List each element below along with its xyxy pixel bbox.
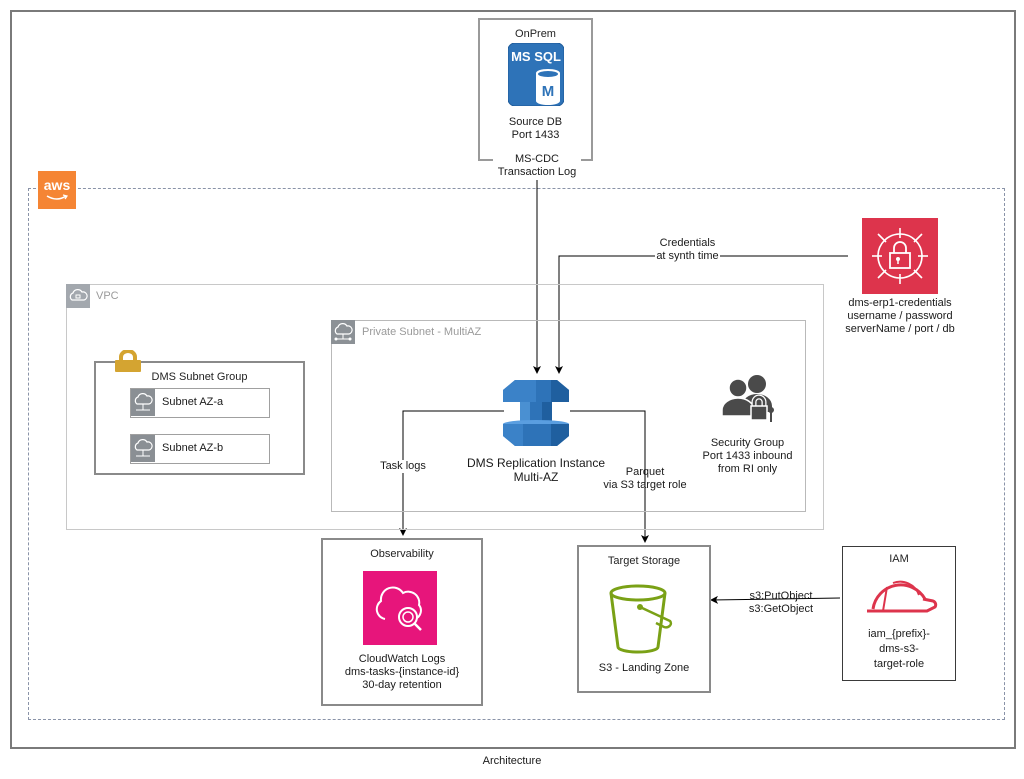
- s3-permissions-edge-label: s3:PutObject s3:GetObject: [745, 590, 817, 616]
- edge-task-logs: [399, 410, 504, 536]
- subnet-cloud-icon: [331, 320, 355, 344]
- credentials-label-line2: at synth time: [655, 250, 720, 263]
- subnet-az-b-label: Subnet AZ-b: [162, 442, 224, 454]
- cloudwatch-service: CloudWatch Logs: [358, 653, 446, 665]
- edge-credentials: [555, 255, 848, 374]
- vpc-cloud-lock-icon: [66, 284, 90, 308]
- subnet-az-a[interactable]: Subnet AZ-a: [130, 388, 270, 418]
- vpc-group: [66, 284, 824, 530]
- secret-fields-1: username / password: [847, 310, 953, 322]
- ms-sql-label: MS SQL: [511, 49, 561, 64]
- cloudwatch-log-group: dms-tasks-{instance-id}: [344, 666, 460, 678]
- dms-replication-icon[interactable]: [503, 374, 569, 450]
- cloudwatch-retention: 30-day retention: [362, 679, 442, 691]
- ms-sql-database-icon[interactable]: MS SQL M: [507, 42, 565, 107]
- parquet-label-line2: via S3 target role: [603, 479, 687, 491]
- dms-name: DMS Replication Instance: [466, 456, 606, 470]
- secret-name: dms-erp1-credentials: [848, 297, 952, 309]
- task-logs-edge-label: Task logs: [376, 460, 430, 473]
- credentials-label-line1: Credentials: [659, 237, 716, 249]
- source-db-label: Source DB Port 1433: [478, 116, 593, 142]
- iam-group: IAM: [842, 546, 956, 681]
- cloudwatch-logs-icon[interactable]: [363, 571, 437, 645]
- s3-put-object: s3:PutObject: [749, 590, 813, 602]
- credentials-edge-label: Credentials at synth time: [640, 237, 735, 263]
- private-subnet-group: [331, 320, 806, 512]
- iam-role-name-1: iam_{prefix}-: [868, 628, 930, 640]
- source-db-port: Port 1433: [511, 129, 560, 141]
- cdc-edge-label: MS-CDC Transaction Log: [493, 153, 581, 179]
- users-key-icon[interactable]: [720, 372, 776, 424]
- dms-subnet-group: DMS Subnet Group: [94, 361, 305, 475]
- target-storage-title: Target Storage: [607, 555, 681, 567]
- parquet-label-line1: Parquet: [625, 466, 665, 478]
- aws-logo-text: aws: [43, 177, 71, 193]
- vpc-label: VPC: [96, 290, 119, 302]
- edge-parquet: [570, 410, 649, 543]
- diagram-caption: Architecture: [482, 755, 542, 767]
- target-storage-group: Target Storage: [577, 545, 711, 693]
- diagram-frame: [10, 10, 1016, 749]
- iam-role-label: iam_{prefix}- dms-s3- target-role: [842, 627, 956, 672]
- security-group-rule: Port 1433 inbound: [702, 450, 793, 462]
- cdc-label-line2: Transaction Log: [497, 166, 577, 178]
- observability-title: Observability: [370, 548, 434, 560]
- iam-title: IAM: [889, 553, 909, 565]
- aws-cloud-group: [28, 188, 1005, 720]
- secret-label: dms-erp1-credentials username / password…: [832, 297, 968, 336]
- subnet-group-title: DMS Subnet Group: [151, 371, 248, 383]
- onprem-title: OnPrem: [515, 28, 556, 40]
- security-group-label: Security Group Port 1433 inbound from RI…: [690, 437, 805, 476]
- parquet-edge-label: Parquet via S3 target role: [600, 466, 690, 492]
- subnet-cloud-icon: [131, 435, 155, 462]
- edge-s3-permissions: [710, 595, 841, 604]
- aws-logo-icon: aws: [38, 171, 76, 209]
- cloudwatch-label: CloudWatch Logs dms-tasks-{instance-id} …: [321, 653, 483, 692]
- secret-fields-2: serverName / port / db: [845, 323, 955, 335]
- private-subnet-label: Private Subnet - MultiAZ: [362, 326, 482, 338]
- security-group-source: from RI only: [717, 463, 778, 475]
- ms-sql-badge: M: [541, 83, 555, 100]
- s3-bucket-icon[interactable]: [608, 583, 680, 655]
- subnet-cloud-icon: [131, 389, 155, 416]
- iam-role-name-2: dms-s3-: [879, 643, 919, 655]
- dms-label: DMS Replication Instance Multi-AZ: [456, 456, 616, 484]
- padlock-icon: [114, 349, 142, 372]
- s3-get-object: s3:GetObject: [745, 603, 817, 616]
- subnet-az-b[interactable]: Subnet AZ-b: [130, 434, 270, 464]
- security-group-name: Security Group: [710, 437, 785, 449]
- secrets-manager-icon[interactable]: [862, 218, 938, 294]
- dms-mode: Multi-AZ: [513, 470, 559, 484]
- subnet-az-a-label: Subnet AZ-a: [162, 396, 224, 408]
- iam-role-helmet-icon[interactable]: [863, 569, 939, 621]
- s3-label: S3 - Landing Zone: [598, 662, 690, 674]
- source-db-name: Source DB: [508, 116, 563, 128]
- iam-role-name-3: target-role: [873, 658, 925, 670]
- cdc-label-line1: MS-CDC: [515, 153, 559, 165]
